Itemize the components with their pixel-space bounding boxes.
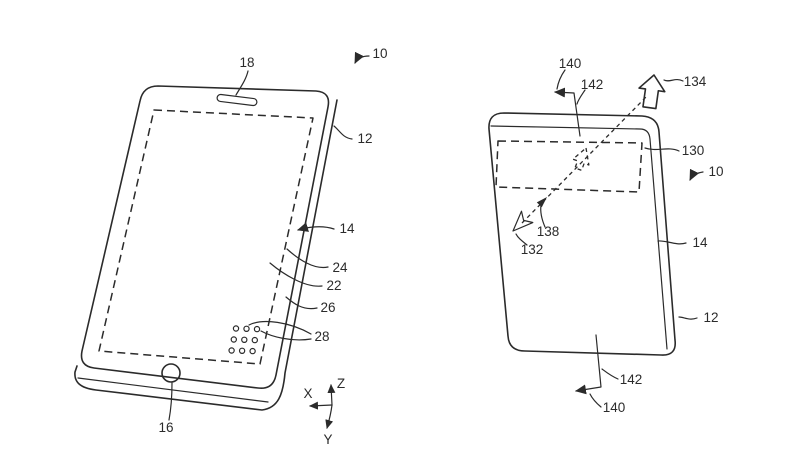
window-dashed-outline — [495, 140, 643, 193]
left-figure: 18 10 12 14 24 22 26 28 16 Z X Y — [74, 46, 388, 447]
speaker-slot — [216, 93, 258, 107]
leader-10-right-arrow — [689, 168, 704, 181]
leader-12-right — [678, 316, 698, 320]
axis-triad: Z X Y — [303, 376, 345, 447]
leader-16 — [168, 382, 173, 421]
axis-x-label: X — [303, 386, 312, 401]
ref-label-130: 130 — [682, 143, 705, 158]
ref-label-140-bottom: 140 — [603, 400, 626, 415]
ref-label-14-left: 14 — [339, 221, 355, 236]
leader-14-arrow — [297, 222, 335, 232]
ref-label-16: 16 — [158, 420, 173, 435]
ref-label-14-right: 14 — [692, 235, 708, 250]
ref-label-132: 132 — [521, 242, 544, 257]
leader-22 — [269, 262, 323, 287]
ref-label-142-top: 142 — [581, 77, 604, 92]
right-phone-seam — [490, 125, 668, 350]
axis-y-label: Y — [323, 432, 332, 447]
ref-label-22: 22 — [326, 278, 341, 293]
ref-label-142-bottom: 142 — [620, 372, 643, 387]
leader-130 — [644, 147, 680, 152]
left-phone-band-seam — [77, 377, 269, 403]
leader-140-bottom — [589, 393, 602, 408]
ref-label-10-right: 10 — [708, 164, 723, 179]
flow-arrow-bottom — [575, 334, 602, 395]
axis-x-arrow — [309, 401, 333, 410]
axis-z-label: Z — [337, 376, 345, 391]
leader-26 — [285, 296, 318, 310]
leader-138 — [540, 204, 546, 228]
leader-10-arrow — [354, 51, 370, 64]
home-button — [161, 363, 181, 383]
leader-24 — [286, 248, 329, 269]
axis-y-arrow — [325, 404, 334, 429]
leader-28-a — [248, 320, 312, 335]
ref-label-12-left: 12 — [357, 131, 372, 146]
ref-label-138: 138 — [537, 224, 560, 239]
right-phone-outline — [488, 112, 677, 356]
ref-label-28: 28 — [314, 329, 329, 344]
display-area-dashed-outline — [98, 109, 314, 365]
block-arrow-icon — [638, 74, 666, 110]
leader-28-b — [260, 330, 312, 341]
leader-12 — [333, 125, 353, 140]
leader-14-right — [657, 240, 687, 245]
ref-label-134: 134 — [684, 74, 707, 89]
axis-z-arrow — [327, 384, 336, 406]
ref-label-26: 26 — [320, 300, 335, 315]
leader-134 — [663, 78, 684, 82]
leader-18 — [235, 70, 249, 96]
left-phone-front-face — [80, 85, 330, 390]
leader-142-bottom — [601, 368, 619, 380]
cursor-ghost-dashed-icon — [572, 147, 590, 171]
ref-label-18: 18 — [239, 55, 254, 70]
flow-arrow-top — [554, 87, 581, 137]
cursor-dart-icon — [512, 210, 534, 232]
ref-label-12-right: 12 — [703, 310, 718, 325]
leader-142-top — [576, 89, 586, 105]
right-figure: 140 142 134 130 10 138 132 14 12 142 140 — [488, 56, 724, 415]
perforation-dot-grid — [228, 325, 261, 355]
ref-label-140-top: 140 — [559, 56, 582, 71]
leader-140-top — [556, 69, 566, 90]
light-path-arrowhead — [536, 197, 547, 208]
left-phone-shell-outline — [74, 99, 338, 411]
leader-132 — [515, 233, 528, 246]
ref-label-24: 24 — [332, 260, 348, 275]
ref-label-10-left: 10 — [372, 46, 387, 61]
